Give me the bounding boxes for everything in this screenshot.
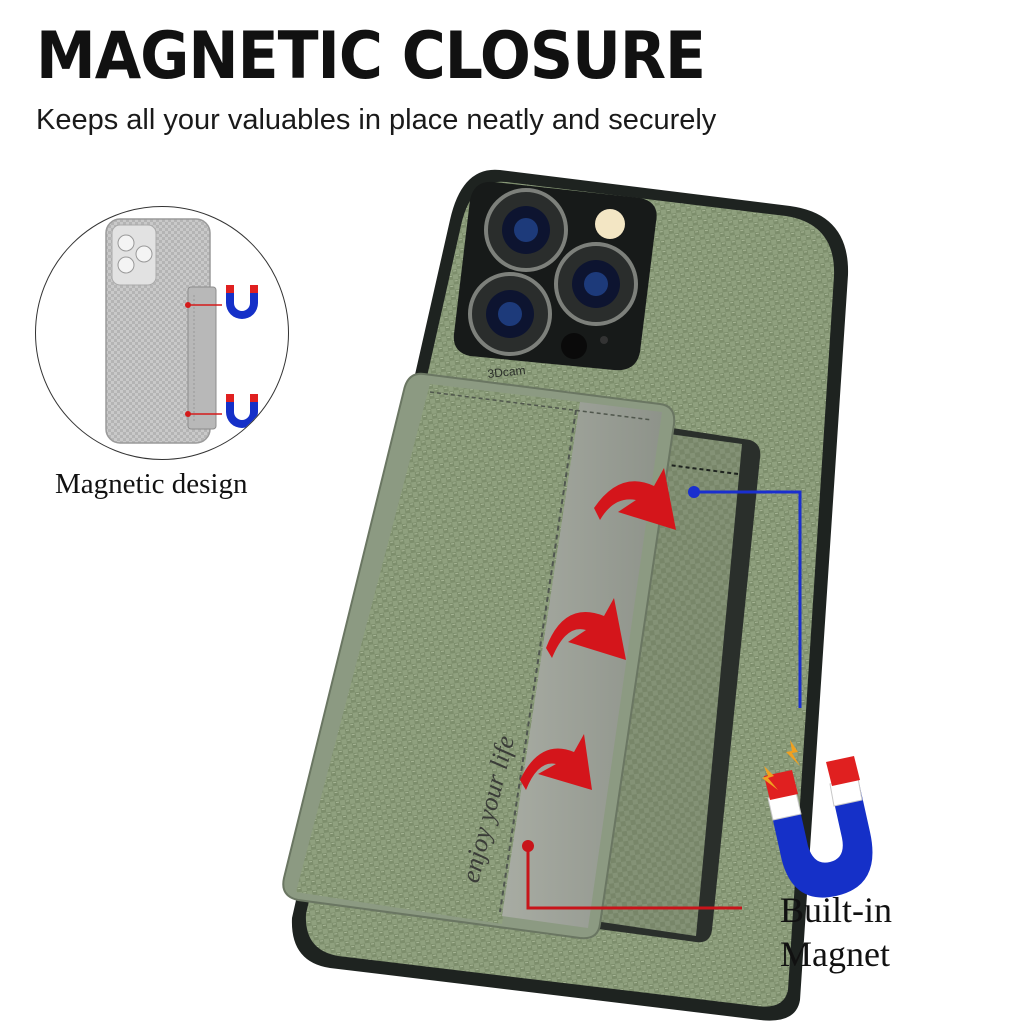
spark-icon: [762, 740, 800, 790]
camera-module: 3Dcam: [453, 181, 657, 381]
caption-line-2: Magnet: [780, 934, 890, 974]
callout-line-blue: [688, 486, 802, 708]
inset-magnetic-design: [35, 206, 289, 460]
magnet-icon: [226, 285, 258, 319]
callout-line-red: [522, 840, 742, 910]
curved-arrow-icon: [546, 598, 626, 660]
card-holder: enjoy your life: [282, 372, 676, 940]
builtin-magnet-caption: Built-in Magnet: [780, 888, 892, 976]
inset-illustration: [105, 218, 258, 444]
inset-caption: Magnetic design: [55, 468, 248, 500]
subheadline: Keeps all your valuables in place neatly…: [36, 104, 717, 136]
magnet-icon: [764, 756, 873, 898]
caption-line-1: Built-in: [780, 890, 893, 930]
lens-brand-text: 3Dcam: [487, 363, 526, 381]
curved-arrow-icon: [594, 468, 676, 530]
curved-arrow-icon: [520, 734, 592, 790]
headline: MAGNETIC CLOSURE: [36, 18, 706, 95]
magnet-icon: [226, 394, 258, 428]
